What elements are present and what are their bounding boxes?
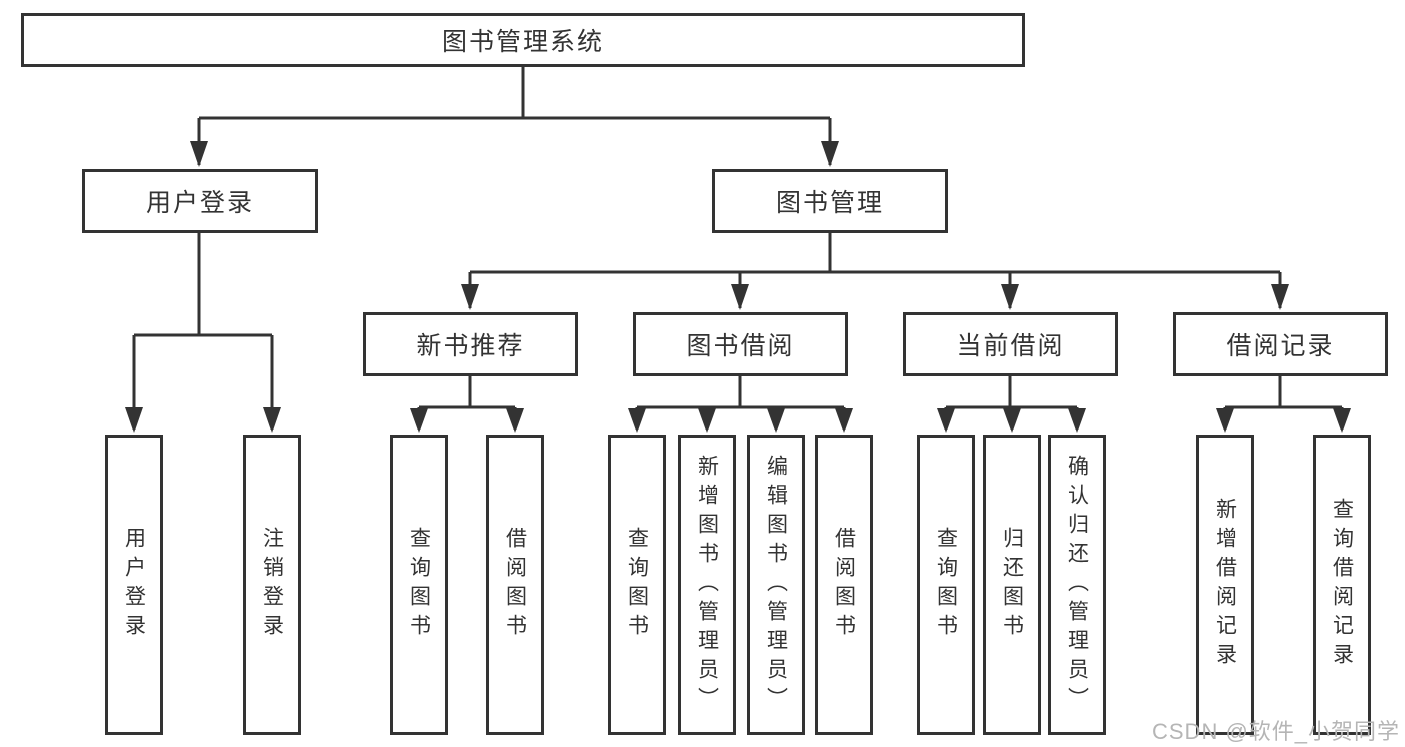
csdn-watermark: CSDN @软件_小贺同学 [1152,719,1401,744]
connector-user-login-to-leaves [125,233,281,433]
connector-book-management-to-level3 [461,233,1289,310]
leaf-logout: 注销登录 [243,435,301,735]
connector-book-borrow-to-leaves [628,376,853,433]
leaf-bb-query-book: 查询图书 [608,435,666,735]
node-borrow-record: 借阅记录 [1173,312,1388,376]
node-book-management: 图书管理 [712,169,948,233]
node-current-borrow: 当前借阅 [903,312,1118,376]
leaf-bb-edit-book: 编辑图书（管理员） [747,435,805,735]
connector-new-book-recommend-to-leaves [410,376,524,433]
leaf-br-query-record: 查询借阅记录 [1313,435,1371,735]
leaf-cb-return-book: 归还图书 [983,435,1041,735]
leaf-bb-borrow-book: 借阅图书 [815,435,873,735]
leaf-cb-query-book: 查询图书 [917,435,975,735]
connector-root-to-level2 [190,67,839,167]
leaf-rec-borrow-book: 借阅图书 [486,435,544,735]
leaf-bb-add-book: 新增图书（管理员） [678,435,736,735]
leaf-user-login: 用户登录 [105,435,163,735]
leaf-rec-query-book: 查询图书 [390,435,448,735]
connector-borrow-record-to-leaves [1216,376,1351,433]
node-new-book-recommend: 新书推荐 [363,312,578,376]
connector-current-borrow-to-leaves [937,376,1086,433]
node-root: 图书管理系统 [21,13,1025,67]
node-book-borrow: 图书借阅 [633,312,848,376]
leaf-br-add-record: 新增借阅记录 [1196,435,1254,735]
leaf-cb-confirm-return: 确认归还（管理员） [1048,435,1106,735]
node-user-login: 用户登录 [82,169,318,233]
